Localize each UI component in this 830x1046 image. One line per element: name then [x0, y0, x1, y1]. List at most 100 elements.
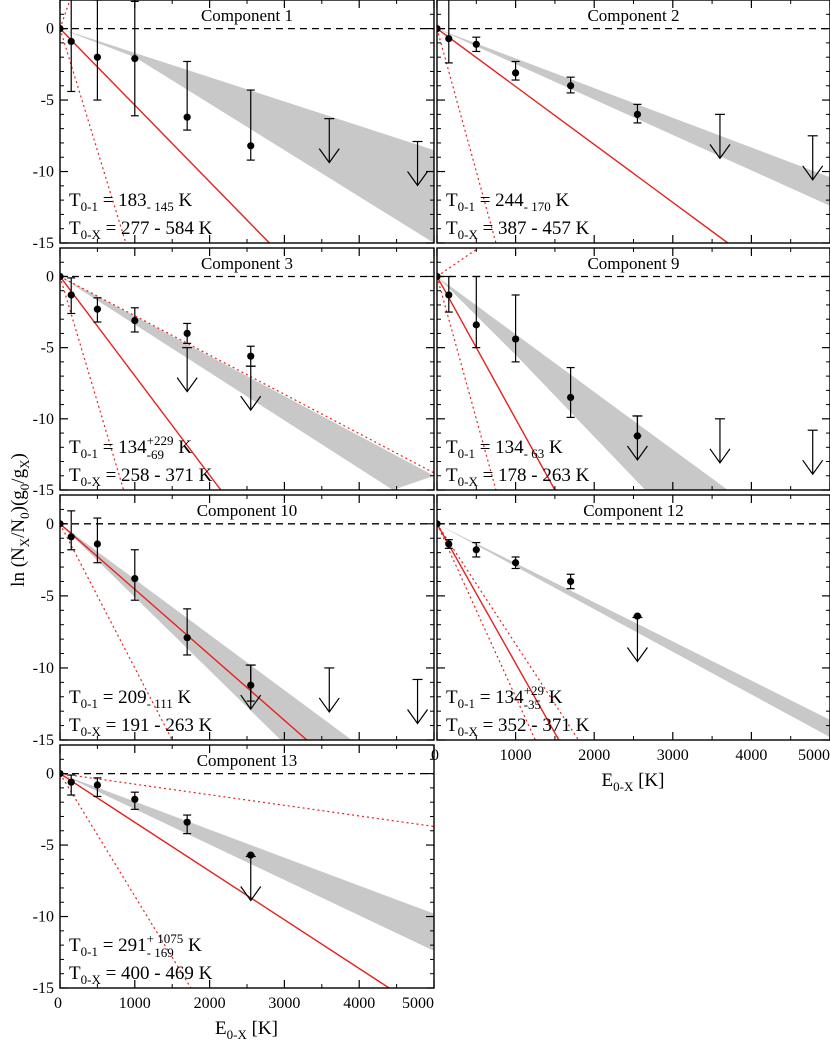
upper-limit-arrow — [802, 165, 824, 181]
y-axis-label-part: X — [17, 537, 32, 547]
x-axis-label-part: [K] — [247, 1018, 278, 1039]
panel-4: Component 9T0-1 = 134- 63 KT0-X = 178 - … — [436, 247, 830, 491]
panel-title: Component 2 — [587, 6, 679, 25]
data-point — [93, 305, 101, 313]
y-axis-label-part: ln (N — [8, 547, 29, 587]
x-tick-label: 2000 — [578, 747, 610, 764]
temperature-annotation-part: = 400 - 469 K — [101, 963, 213, 984]
x-tick-label: 5000 — [798, 747, 830, 764]
temperature-annotation-part: 0-1 — [458, 696, 475, 711]
temperature-annotation-part: K — [544, 687, 563, 708]
temperature-annotation: T0-1 = 244- 170 K — [446, 190, 570, 214]
x-axis-label: E0-X [K] — [215, 1018, 278, 1042]
temperature-annotation-part: 0-X — [458, 724, 479, 739]
temperature-annotation-part: 0-1 — [458, 199, 475, 214]
upper-limit-arrow — [709, 144, 731, 160]
temperature-annotation-part: - 63 — [524, 446, 545, 461]
data-point — [183, 329, 191, 338]
temperature-annotation-part: T — [446, 687, 458, 708]
fit-range-band — [60, 276, 434, 490]
temperature-annotation-part: = 134 — [98, 437, 147, 458]
dotted-fit-line — [437, 523, 579, 740]
x-axis-label: E0-X [K] — [602, 770, 665, 794]
panel-title: Component 9 — [587, 254, 679, 273]
temperature-annotation-part: = 191 - 263 K — [101, 715, 213, 736]
data-point — [131, 795, 139, 803]
data-point — [183, 113, 191, 121]
upper-limit-arrow — [407, 171, 429, 187]
temperature-annotation: T0-X = 277 - 584 K — [69, 218, 213, 242]
y-tick-label: -15 — [33, 235, 54, 252]
x-tick-label: 0 — [54, 995, 62, 1012]
dotted-fit-line — [60, 773, 192, 988]
temperature-annotation-part: T — [446, 437, 458, 458]
x-axis-label-part: [K] — [633, 770, 664, 791]
temperature-annotation-part: T — [446, 715, 458, 736]
data-point — [183, 634, 191, 642]
fit-range-band — [437, 523, 830, 738]
y-tick-label: -15 — [33, 980, 54, 997]
temperature-annotation: T0-1 = 291+ 1075- 169 K — [69, 931, 202, 960]
temperature-annotation-part: 0-1 — [81, 199, 98, 214]
y-tick-label: 0 — [46, 766, 54, 783]
x-tick-label: 1000 — [119, 995, 151, 1012]
temperature-annotation-part: T — [69, 465, 81, 486]
y-axis-label-part: 0 — [17, 512, 32, 519]
fit-line — [60, 523, 308, 740]
upper-limit-arrow — [176, 377, 198, 393]
panel-title: Component 12 — [583, 501, 684, 520]
temperature-annotation-part: - 145 — [147, 199, 174, 214]
y-tick-label: 0 — [46, 516, 54, 533]
fit-range-band — [437, 276, 728, 490]
x-axis-label-part: 0-X — [613, 779, 634, 794]
temperature-annotation-part: 0-X — [81, 474, 102, 489]
temperature-annotation-part: K — [173, 687, 192, 708]
fit-line — [60, 773, 390, 988]
y-tick-label: -15 — [33, 482, 54, 499]
data-point — [511, 335, 520, 343]
temperature-annotation: T0-1 = 209- 111 K — [69, 687, 192, 711]
temperature-annotation: T0-X = 400 - 469 K — [69, 963, 213, 987]
temperature-annotation: T0-X = 191 - 263 K — [69, 715, 213, 739]
x-tick-label: 1000 — [500, 747, 532, 764]
temperature-annotation-part: + 1075 — [147, 931, 184, 946]
x-tick-label: 2000 — [194, 995, 226, 1012]
y-tick-label: -5 — [41, 92, 54, 109]
fit-line — [437, 523, 560, 740]
temperature-annotation-part: = 277 - 584 K — [101, 218, 213, 239]
temperature-annotation-part: -35 — [524, 697, 541, 712]
temperature-annotation-part: 0-1 — [81, 446, 98, 461]
y-tick-label: -15 — [33, 732, 54, 749]
data-point — [67, 37, 75, 46]
temperature-annotation-part: 0-1 — [458, 446, 475, 461]
data-point — [445, 291, 453, 299]
data-point — [131, 317, 139, 325]
y-axis-label-part: /g — [8, 468, 29, 483]
temperature-annotation-part: T — [446, 465, 458, 486]
data-point — [67, 291, 75, 299]
x-tick-label: 5000 — [402, 995, 434, 1012]
plot-area — [437, 520, 830, 740]
y-tick-label: -5 — [41, 340, 54, 357]
x-axis-label-part: E — [215, 1018, 227, 1039]
upper-limit-arrow — [240, 694, 262, 711]
data-point — [472, 40, 480, 48]
plot-area — [60, 0, 434, 243]
temperature-annotation: T0-X = 387 - 457 K — [446, 218, 590, 242]
data-point — [67, 778, 75, 786]
temperature-annotation-part: T — [69, 437, 81, 458]
dotted-fit-line — [60, 275, 434, 474]
panel-title: Component 3 — [201, 254, 293, 273]
upper-limit-arrow — [240, 395, 262, 412]
upper-limit-arrow — [318, 697, 340, 713]
y-axis-label-part: /N — [8, 519, 29, 538]
temperature-annotation-part: 0-X — [81, 972, 102, 987]
temperature-annotation-part: -69 — [147, 447, 164, 462]
plot-area — [437, 0, 830, 243]
fit-line — [437, 276, 556, 490]
temperature-annotation-part: T — [69, 715, 81, 736]
temperature-annotation-part: K — [544, 437, 563, 458]
